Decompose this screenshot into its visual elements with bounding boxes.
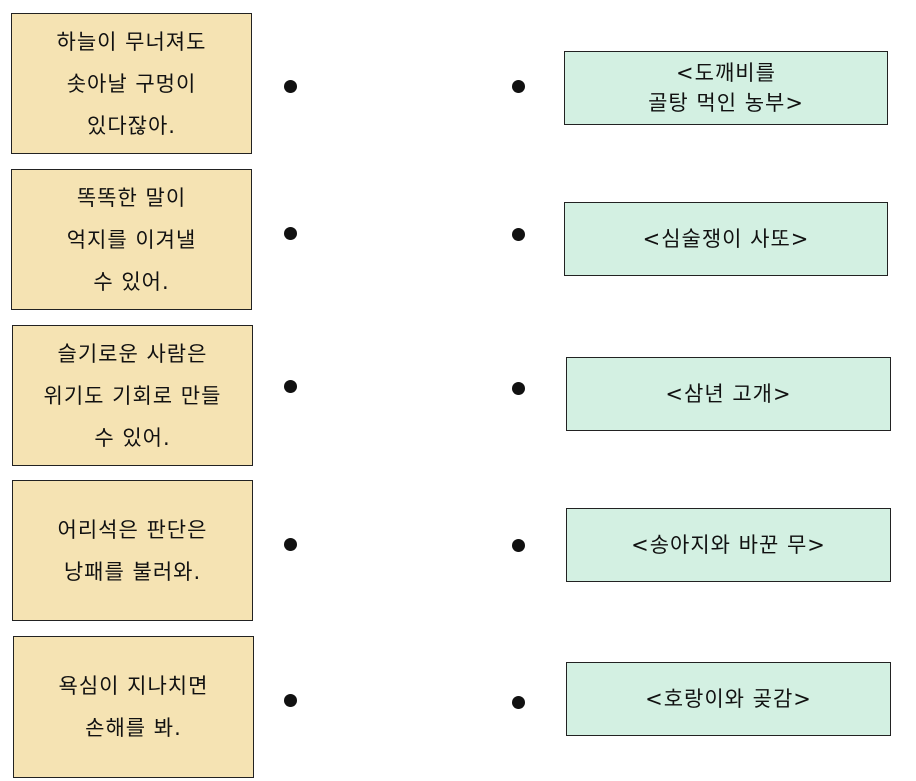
left-connector-dot-4[interactable]: [284, 538, 297, 551]
proverb-line: 억지를 이겨낼: [66, 227, 197, 252]
story-box-1: <도깨비를 골탕 먹인 농부>: [564, 51, 888, 125]
right-connector-dot-5[interactable]: [512, 696, 525, 709]
proverb-line: 위기도 기회로 만들: [43, 383, 222, 408]
story-title-line: <삼년 고개>: [665, 382, 792, 406]
story-box-4: <송아지와 바꾼 무>: [566, 508, 891, 582]
right-connector-dot-1[interactable]: [512, 80, 525, 93]
story-title-line: <송아지와 바꾼 무>: [631, 533, 826, 557]
proverb-line: 욕심이 지나치면: [58, 674, 209, 698]
story-box-5: <호랑이와 곶감>: [566, 662, 891, 736]
proverb-line: 낭패를 불러와.: [63, 559, 202, 584]
story-box-3: <삼년 고개>: [566, 357, 891, 431]
left-connector-dot-2[interactable]: [284, 227, 297, 240]
story-title-line: 골탕 먹인 농부>: [648, 91, 804, 115]
right-connector-dot-2[interactable]: [512, 228, 525, 241]
left-connector-dot-3[interactable]: [284, 380, 297, 393]
proverb-line: 수 있어.: [94, 425, 171, 450]
right-connector-dot-3[interactable]: [512, 382, 525, 395]
proverb-line: 슬기로운 사람은: [57, 341, 208, 366]
story-title-line: <호랑이와 곶감>: [645, 687, 812, 711]
proverb-line: 손해를 봐.: [85, 716, 182, 740]
proverb-line: 수 있어.: [93, 269, 170, 294]
proverb-line: 하늘이 무너져도: [56, 29, 207, 54]
story-box-2: <심술쟁이 사또>: [564, 202, 888, 276]
right-connector-dot-4[interactable]: [512, 539, 525, 552]
proverb-box-4: 어리석은 판단은 낭패를 불러와.: [12, 480, 253, 621]
proverb-box-2: 똑똑한 말이 억지를 이겨낼 수 있어.: [11, 169, 252, 310]
story-title-line: <도깨비를: [676, 61, 776, 85]
story-title-line: <심술쟁이 사또>: [642, 227, 810, 251]
proverb-line: 어리석은 판단은: [57, 517, 208, 542]
proverb-line: 똑똑한 말이: [76, 185, 187, 210]
proverb-line: 솟아날 구멍이: [66, 71, 197, 96]
proverb-box-3: 슬기로운 사람은 위기도 기회로 만들 수 있어.: [12, 325, 253, 466]
proverb-box-5: 욕심이 지나치면 손해를 봐.: [13, 636, 254, 778]
left-connector-dot-5[interactable]: [284, 694, 297, 707]
proverb-line: 있다잖아.: [87, 113, 176, 138]
proverb-box-1: 하늘이 무너져도 솟아날 구멍이 있다잖아.: [11, 13, 252, 154]
left-connector-dot-1[interactable]: [284, 80, 297, 93]
